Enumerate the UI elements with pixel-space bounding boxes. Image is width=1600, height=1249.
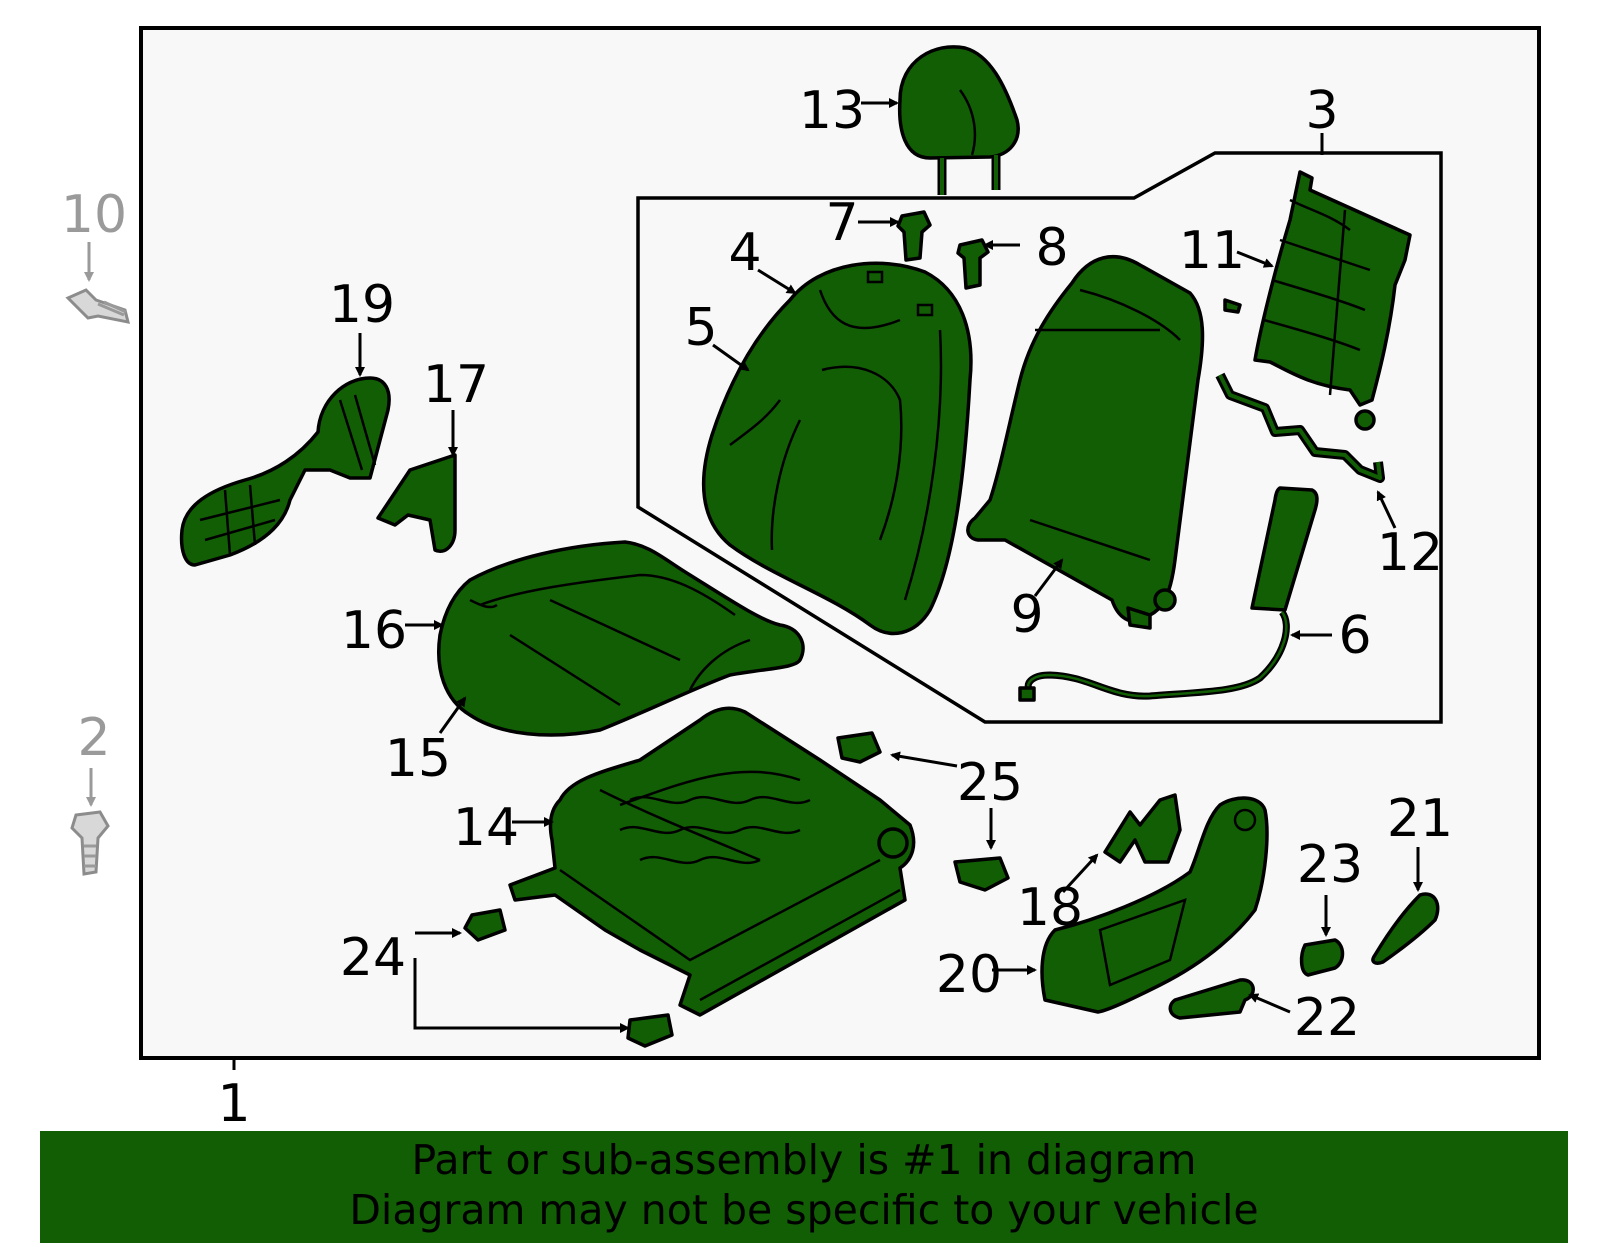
callout-21: 21 bbox=[1387, 789, 1453, 849]
callout-6: 6 bbox=[1338, 606, 1371, 666]
callout-15: 15 bbox=[385, 729, 451, 789]
callout-16: 16 bbox=[341, 601, 407, 661]
part-12-wire[interactable] bbox=[1215, 372, 1385, 483]
part-19-side-trim[interactable] bbox=[179, 376, 391, 567]
callout-4: 4 bbox=[728, 223, 761, 283]
part-25-cover-upper[interactable] bbox=[836, 731, 882, 764]
part-18-bracket[interactable] bbox=[1103, 793, 1182, 864]
callout-24: 24 bbox=[340, 928, 406, 988]
part-11-back-spring-mat[interactable] bbox=[1223, 170, 1412, 431]
part-7-clip[interactable] bbox=[896, 210, 932, 262]
callout-14: 14 bbox=[453, 798, 519, 858]
callout-12: 12 bbox=[1377, 523, 1443, 583]
part-9-seat-back-frame[interactable] bbox=[966, 255, 1205, 630]
part-15-seat-cushion[interactable] bbox=[437, 540, 805, 737]
part-6-side-airbag[interactable] bbox=[1018, 486, 1319, 702]
callout-18: 18 bbox=[1017, 878, 1083, 938]
part-21-recliner-handle[interactable] bbox=[1371, 892, 1440, 965]
part-2-nut[interactable] bbox=[70, 810, 110, 876]
callout-10: 10 bbox=[61, 185, 127, 245]
callout-9: 9 bbox=[1010, 585, 1043, 645]
callout-17: 17 bbox=[423, 355, 489, 415]
banner-line-1: Part or sub-assembly is #1 in diagram bbox=[411, 1136, 1197, 1184]
callout-2: 2 bbox=[77, 708, 110, 768]
callout-22: 22 bbox=[1294, 988, 1360, 1048]
callout-5: 5 bbox=[684, 298, 717, 358]
callout-23: 23 bbox=[1297, 835, 1363, 895]
part-25-cover-lower[interactable] bbox=[953, 856, 1010, 892]
part-24-cover-upper[interactable] bbox=[463, 908, 507, 942]
callout-3: 3 bbox=[1305, 81, 1338, 141]
banner-line-2: Diagram may not be specific to your vehi… bbox=[349, 1186, 1259, 1234]
callout-13: 13 bbox=[799, 81, 865, 141]
part-22-lever-knob[interactable] bbox=[1168, 978, 1255, 1020]
part-4-seat-back-cover[interactable] bbox=[701, 261, 973, 636]
callout-7: 7 bbox=[825, 193, 858, 253]
callout-11: 11 bbox=[1179, 221, 1245, 281]
callout-20: 20 bbox=[936, 945, 1002, 1005]
callout-25: 25 bbox=[957, 753, 1023, 813]
part-20-side-shield[interactable] bbox=[1040, 796, 1269, 1014]
part-17-bracket[interactable] bbox=[376, 453, 457, 553]
part-13-headrest[interactable] bbox=[897, 45, 1020, 195]
part-14-cushion-frame[interactable] bbox=[508, 706, 916, 1017]
part-10-bolt[interactable] bbox=[65, 288, 131, 324]
seat-back-subassembly-outline bbox=[636, 151, 1443, 724]
callout-8: 8 bbox=[1035, 218, 1068, 278]
disclaimer-banner: Part or sub-assembly is #1 in diagram Di… bbox=[40, 1131, 1568, 1243]
callout-19: 19 bbox=[329, 275, 395, 335]
part-23-height-knob[interactable] bbox=[1299, 938, 1345, 977]
part-24-cover-lower[interactable] bbox=[626, 1013, 674, 1048]
callout-1: 1 bbox=[217, 1074, 250, 1134]
